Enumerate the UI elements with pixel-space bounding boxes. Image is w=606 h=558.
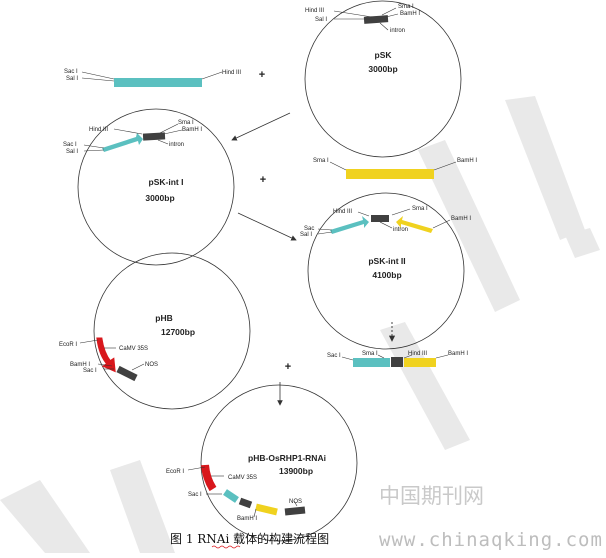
label-camv35s: CaMV 35S — [228, 475, 257, 481]
plasmid-name: pSK — [375, 50, 393, 60]
plasmid-psk-int-ii: Hind III Sac Sal I Sma I BamH I intron p… — [300, 192, 471, 350]
watermark-url: www.chinaqking.com — [379, 529, 603, 551]
label-smai: Sma I — [362, 351, 378, 357]
plus-sign-3: + — [285, 361, 291, 373]
label-smai: Sma I — [398, 4, 414, 10]
label-bamhi: BamH I — [70, 362, 90, 368]
plasmid-circle — [93, 252, 251, 410]
plasmid-circle — [77, 108, 235, 266]
plus-sign-2: + — [260, 174, 266, 186]
label-sali: Sal I — [300, 232, 312, 238]
intron-segment — [142, 132, 166, 141]
label-sali: Sal I — [66, 76, 78, 82]
intron-segment — [363, 15, 389, 24]
plasmid-circle — [200, 384, 358, 542]
plasmid-size: 13900bp — [279, 466, 313, 476]
arrow-1 — [231, 112, 291, 141]
label-bamhi: BamH I — [237, 516, 257, 522]
label-saci: Sac I — [64, 69, 78, 75]
label-hindiii: Hind III — [222, 70, 241, 76]
label-sali: Sal I — [66, 149, 78, 155]
plasmid-size: 12700bp — [161, 327, 195, 337]
cyan-insert-arrow — [330, 216, 369, 234]
label-nos: NOS — [289, 499, 302, 505]
plasmid-name: pSK-int II — [368, 256, 405, 266]
camv35s-promoter — [96, 337, 116, 373]
label-smai: Sma I — [412, 206, 428, 212]
plasmid-size: 4100bp — [372, 270, 401, 280]
label-saci: Sac I — [188, 492, 202, 498]
nos-segment — [284, 506, 306, 516]
plasmid-psk-int-i: Hind III Sac I Sal I Sma I BamH I intron… — [63, 108, 235, 266]
yellow-insert-arrow — [396, 216, 433, 233]
fragment-composite: Sac I Sma I Hind III BamH I — [327, 351, 468, 367]
plus-sign-1: + — [259, 69, 265, 81]
label-intron: intron — [393, 227, 408, 233]
cyan-segment — [223, 489, 239, 503]
intron-segment — [371, 215, 389, 222]
plasmid-name: pHB — [155, 313, 172, 323]
label-bamhi: BamH I — [451, 216, 471, 222]
plasmid-size: 3000bp — [145, 193, 174, 203]
plasmid-final: EcoR I CaMV 35S Sac I BamH I NOS pHB-OsR… — [166, 384, 358, 542]
label-camv35s: CaMV 35S — [119, 346, 148, 352]
plasmid-psk-circle — [304, 0, 462, 158]
label-hindiii: Hind III — [408, 351, 427, 357]
plasmid-circle — [307, 192, 465, 350]
label-bamhi: BamH I — [400, 11, 420, 17]
label-ecori: EcoR I — [59, 342, 77, 348]
plasmid-psk: Hind III Sal I Sma I BamH I intron pSK 3… — [304, 0, 462, 158]
label-smai: Sma I — [178, 120, 194, 126]
label-smai: Sma I — [313, 158, 329, 164]
label-bamhi: BamH I — [182, 127, 202, 133]
label-bamhi: BamH I — [457, 158, 477, 164]
label-bamhi: BamH I — [448, 351, 468, 357]
label-ecori: EcoR I — [166, 469, 184, 475]
watermark-strokes — [0, 96, 600, 553]
plasmid-name: pSK-int I — [149, 177, 184, 187]
plasmid-size: 3000bp — [368, 64, 397, 74]
fragment-yellow: Sma I BamH I — [313, 158, 477, 179]
fragment-cyan: Sac I Sal I Hind III — [64, 69, 241, 87]
arrow-2 — [237, 212, 297, 241]
label-hindiii: Hind III — [305, 8, 324, 14]
label-saci: Sac I — [327, 353, 341, 359]
cyan-insert-arrow — [102, 133, 143, 152]
plasmid-name: pHB-OsRHP1-RNAi — [248, 453, 326, 463]
label-hindiii: Hind III — [89, 127, 108, 133]
nos-terminator — [116, 365, 138, 382]
label-hindiii: Hind III — [333, 209, 352, 215]
figure-caption: 图 1 RNAi 载体的构建流程图 — [170, 531, 329, 546]
label-nos: NOS — [145, 362, 158, 368]
label-sac: Sac — [304, 226, 314, 232]
watermark-cn: 中国期刊网 — [379, 484, 484, 508]
yellow-segment — [255, 503, 278, 516]
plasmid-phb: EcoR I CaMV 35S BamH I Sac I NOS pHB 127… — [59, 252, 251, 410]
label-intron: intron — [390, 28, 405, 34]
camv35s-promoter — [201, 464, 217, 492]
intron-segment — [238, 497, 253, 509]
label-saci: Sac I — [63, 142, 77, 148]
label-intron: intron — [169, 142, 184, 148]
label-sali: Sal I — [315, 17, 327, 23]
caption-spell-underline — [211, 545, 241, 549]
label-saci: Sac I — [83, 368, 97, 374]
